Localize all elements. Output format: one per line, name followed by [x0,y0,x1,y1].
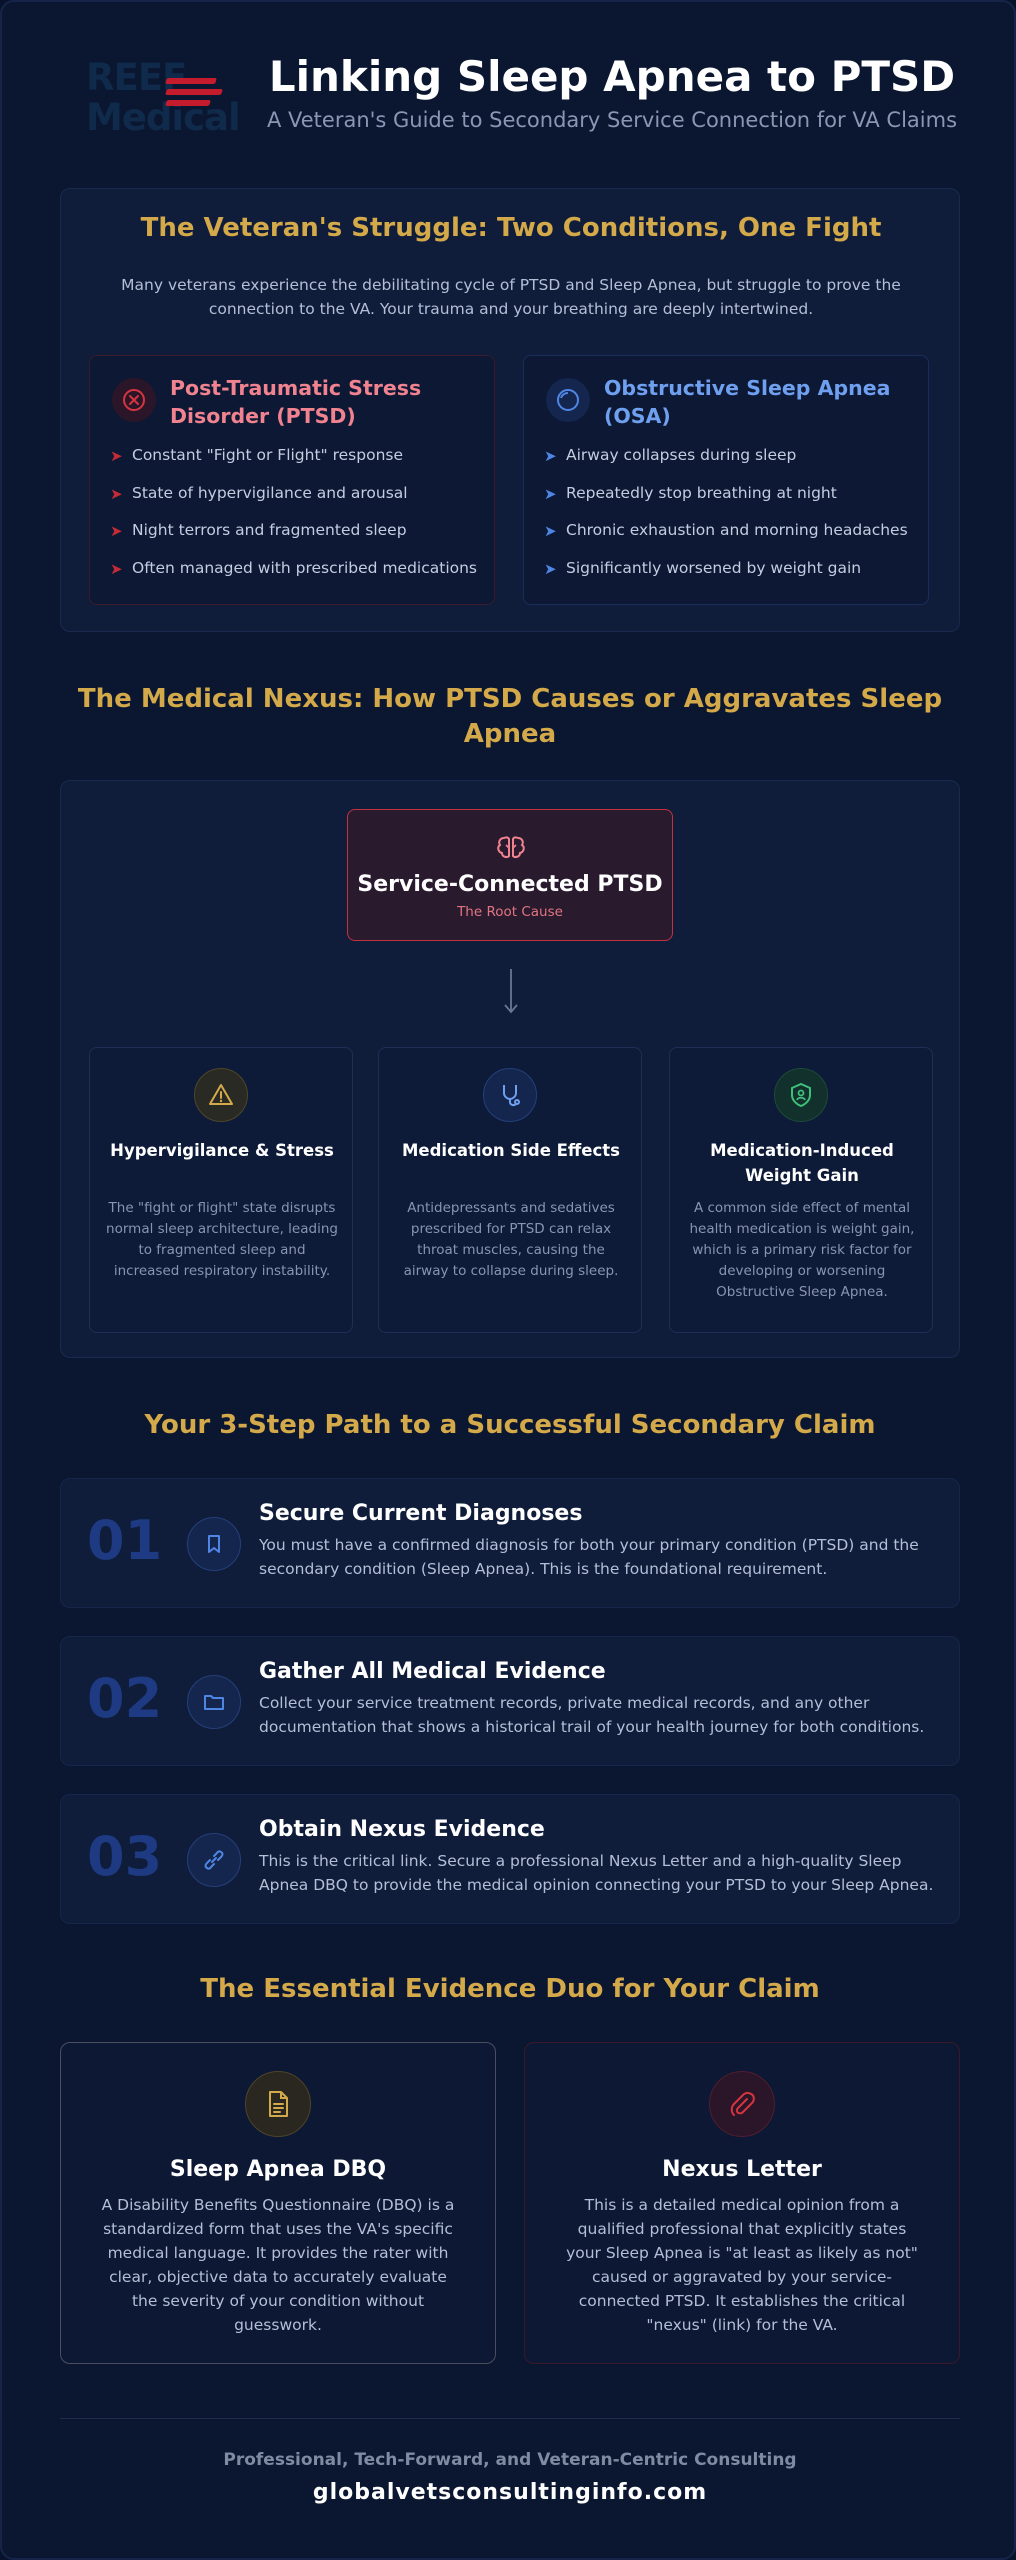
arrow-icon: ➤ [110,484,123,503]
list-item-text: Night terrors and fragmented sleep [132,521,407,539]
page-subtitle: A Veteran's Guide to Secondary Service C… [266,108,958,132]
step-title: Obtain Nexus Evidence [259,1817,545,1842]
link-icon [187,1833,241,1887]
brain-icon [494,830,528,864]
flag-icon [165,78,223,111]
arrow-icon: ➤ [110,447,123,465]
ptsd-card: Post-Traumatic Stress Disorder (PTSD) ➤ C… [89,355,495,605]
evidence-title: The Essential Evidence Duo for Your Clai… [200,1974,820,2004]
arrow-icon: ➤ [544,484,557,503]
list-item: ➤ Often managed with prescribed medicatio… [110,557,480,595]
footer-tagline: Professional, Tech-Forward, and Veteran-… [223,2450,797,2470]
warning-icon [194,1068,248,1122]
struggle-panel: The Veteran's Struggle: Two Conditions, … [60,188,960,632]
arrow-down-icon [501,967,521,1017]
logo: REEF Medical [86,58,246,138]
evidence-text-nexus: This is a detailed medical opinion from … [566,2196,918,2334]
nexus-title: The Medical Nexus: How PTSD Causes or Ag… [77,684,943,749]
step-card: 02 Gather All Medical Evidence Collect y… [60,1636,960,1766]
list-item: ➤ Night terrors and fragmented sleep [110,519,480,557]
step-card: 01 Secure Current Diagnoses You must hav… [60,1478,960,1608]
factor-title: Medication-Induced Weight Gain [710,1141,894,1185]
factor-card-hypervigilance: Hypervigilance & Stress The "fight or fl… [89,1047,353,1333]
arrow-icon: ➤ [544,522,557,540]
document-icon [245,2071,311,2137]
step-card: 03 Obtain Nexus Evidence This is the cri… [60,1794,960,1924]
root-cause-title: Service-Connected PTSD [357,872,663,897]
list-item-text: Repeatedly stop breathing at night [566,483,837,502]
list-item-text: Chronic exhaustion and morning headaches [566,521,908,539]
ptsd-title: Post-Traumatic Stress Disorder (PTSD) [170,376,422,428]
step-number: 02 [87,1667,163,1730]
list-item: ➤ Chronic exhaustion and morning headache… [544,519,914,557]
bookmark-icon [187,1517,241,1571]
step-text: You must have a confirmed diagnosis for … [259,1536,919,1578]
list-item: ➤ Repeatedly stop breathing at night [544,482,914,520]
folder-icon [187,1675,241,1729]
factor-card-weight-gain: Medication-Induced Weight Gain A common … [669,1047,933,1333]
footer-divider [60,2418,960,2419]
factor-title: Medication Side Effects [402,1141,620,1160]
circle-icon [546,378,590,422]
osa-title: Obstructive Sleep Apnea (OSA) [604,376,891,428]
steps-title: Your 3-Step Path to a Successful Seconda… [144,1410,876,1440]
arrow-icon: ➤ [110,559,123,578]
footer-website[interactable]: globalvetsconsultinginfo.com [312,2480,708,2505]
nexus-panel: Service-Connected PTSD The Root Cause Hy… [60,780,960,1358]
evidence-title-dbq: Sleep Apnea DBQ [169,2157,387,2182]
list-item-text: Airway collapses during sleep [566,446,797,464]
arrow-icon: ➤ [110,522,123,540]
paperclip-icon [709,2071,775,2137]
list-item: ➤ Airway collapses during sleep [544,444,914,482]
header: REEF Medical Linking Sleep Apnea to PTSD… [2,42,1014,152]
list-item: ➤ Constant "Fight or Flight" response [110,444,480,482]
list-item: ➤ Significantly worsened by weight gain [544,557,914,595]
factor-text: The "fight or flight" state disrupts nor… [106,1200,338,1279]
evidence-text-dbq: A Disability Benefits Questionnaire (DBQ… [101,2196,455,2334]
step-text: This is the critical link. Secure a prof… [259,1852,934,1894]
step-number: 03 [87,1825,163,1888]
list-item-text: Often managed with prescribed medication… [132,558,478,577]
osa-card: Obstructive Sleep Apnea (OSA) ➤ Airway co… [523,355,929,605]
list-item-text: Constant "Fight or Flight" response [132,446,404,464]
arrow-icon: ➤ [544,559,557,578]
osa-list: ➤ Airway collapses during sleep ➤ Repeated… [544,444,914,594]
step-title: Gather All Medical Evidence [259,1659,606,1684]
shield-user-icon [774,1068,828,1122]
ptsd-list: ➤ Constant "Fight or Flight" response ➤ St… [110,444,480,594]
evidence-card-dbq: Sleep Apnea DBQ A Disability Benefits Qu… [60,2042,496,2364]
list-item-text: State of hypervigilance and arousal [132,483,408,502]
list-item-text: Significantly worsened by weight gain [566,558,862,577]
root-cause-subtitle: The Root Cause [457,904,563,920]
root-cause-card: Service-Connected PTSD The Root Cause [347,809,673,941]
factor-title: Hypervigilance & Stress [110,1141,334,1160]
step-number: 01 [87,1509,163,1572]
evidence-card-nexus-letter: Nexus Letter This is a detailed medical … [524,2042,960,2364]
struggle-intro: Many veterans experience the debilitatin… [121,276,901,318]
page-title: Linking Sleep Apnea to PTSD [268,52,956,101]
step-text: Collect your service treatment records, … [259,1694,925,1736]
stethoscope-icon [483,1068,537,1122]
x-circle-icon [112,378,156,422]
step-title: Secure Current Diagnoses [259,1501,583,1526]
evidence-title-nexus: Nexus Letter [662,2157,822,2182]
logo-text: REEF Medical [86,56,241,139]
factor-text: Antidepressants and sedatives prescribed… [403,1200,619,1279]
factor-card-medication: Medication Side Effects Antidepressants … [378,1047,642,1333]
list-item: ➤ State of hypervigilance and arousal [110,482,480,520]
struggle-title: The Veteran's Struggle: Two Conditions, … [140,213,882,243]
factor-text: A common side effect of mental health me… [689,1200,915,1300]
arrow-icon: ➤ [544,447,557,465]
